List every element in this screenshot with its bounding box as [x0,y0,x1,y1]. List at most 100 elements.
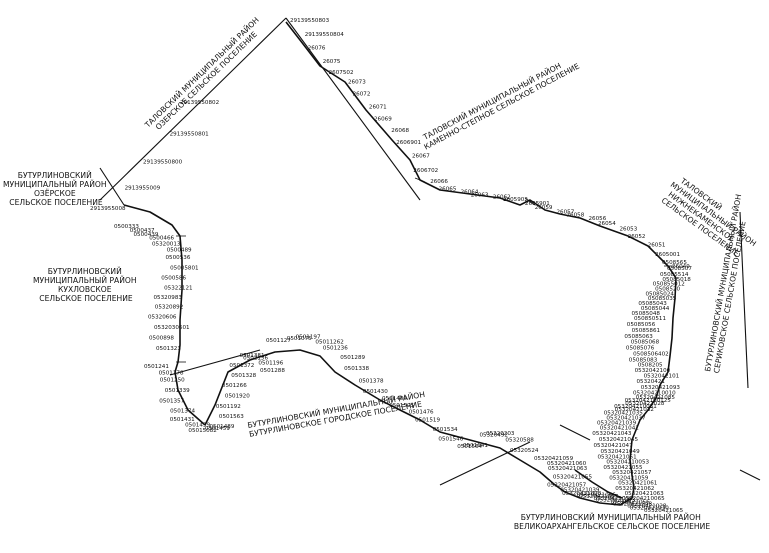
point-label: 2913955009 [125,185,161,191]
region-line: МУНИЦИПАЛЬНЫЙ РАЙОН [3,180,107,189]
route-west [174,235,206,426]
point-label: 0501563 [219,414,244,420]
point-label: 2607502 [329,70,354,76]
point-label: 0501459 [205,426,230,432]
point-label: 05320013 [152,241,181,247]
point-label: 2605902 [503,197,528,203]
point-label: 05320606 [148,315,177,321]
point-label: 05320421048 [613,501,653,507]
point-label: 053204210065 [622,496,665,502]
point-label: 29139550801 [170,131,210,137]
border-ozerskoe-west [99,17,287,201]
point-label: 26072 [353,92,371,98]
point-label: 29139550800 [143,160,183,166]
route-ticks [176,177,674,399]
point-label: 0501431 [170,417,195,423]
region-label-talovsky-ozerskoe: ТАЛОВСКИЙ МУНИЦИПАЛЬНЫЙ РАЙОН ОЗЕРСКОЕ С… [142,14,268,137]
point-label: 05085083 [629,357,658,363]
point-label: 26049 [672,264,690,270]
point-label: 0501339 [165,388,190,394]
border-nw-corner [99,167,125,206]
point-label: 05320421063 [548,466,588,472]
point-label: 05320421060 [547,461,587,467]
point-label: 05320421059 [609,475,649,481]
route-south-spur [574,469,623,499]
point-label: 05320421041 [600,426,640,432]
point-label: 050855012 [653,282,685,288]
point-label: 05085514 [660,272,689,278]
point-label: 2605901 [525,201,550,207]
point-label: 0501439 [185,423,210,429]
point-label: 05320421061 [618,481,658,487]
route-northwest [123,204,181,237]
point-label: 0501127 [266,338,291,344]
point-label: 050850511 [634,316,666,322]
point-label: 05085024 [646,291,675,297]
point-label: 0501357 [159,399,184,405]
point-label: 0501196 [258,360,283,366]
point-label: 26054 [598,221,616,227]
point-label: 26067 [412,153,430,159]
region-line: СЕЛЬСКОЕ ПОСЕЛЕНИЕ [39,294,133,303]
point-label: 05320421030 [630,506,670,512]
region-line: БУТУРЛИНОВСКИЙ МУНИЦИПАЛЬНЫЙ РАЙОН [521,513,701,522]
point-label: 05320421028 [627,503,667,509]
region-line: ВЕЛИКОАРХАНГЕЛЬСКОЕ СЕЛЬСКОЕ ПОСЕЛЕНИЕ [514,522,710,531]
point-label: 0500586 [161,276,186,282]
point-label: 26069 [374,116,392,122]
border-se-stub [739,469,761,481]
point-label: 05320421055 [553,475,593,481]
point-label: 05320421093 [641,385,681,391]
point-label: 0501378 [359,378,384,384]
point-label: 05320421008 [562,491,602,497]
point-label: 0501641 [463,443,488,449]
point-label: 0501236 [323,346,348,352]
region-line: КАМЕННО-СТЕПНОЕ СЕЛЬСКОЕ ПОСЕЛЕНИЕ [422,61,581,151]
point-label: 05085861 [632,328,661,334]
point-label: 0501372 [229,363,254,369]
point-label: 2605001 [655,252,680,258]
point-label: 05085043 [638,301,667,307]
point-label: 05320421039 [560,488,600,494]
point-label: 29139550804 [305,32,345,38]
point-label: 05085035 [648,296,677,302]
region-line: ТАЛОВСКИЙ МУНИЦИПАЛЬНЫЙ РАЙОН [142,15,260,130]
point-label: 05320421032 [615,407,654,413]
point-label: 26065 [439,187,457,193]
point-label: 0501289 [340,355,365,361]
tick [524,197,536,206]
region-label-buturlinovsky-velikoarkhangelskoe: БУТУРЛИНОВСКИЙ МУНИЦИПАЛЬНЫЙ РАЙОН ВЕЛИК… [514,513,710,531]
point-label: 26059 [535,205,553,211]
region-line: КУХЛОВСКОЕ [58,285,112,294]
boundary-route [123,21,677,506]
point-label: 26057 [557,209,575,215]
point-label: 26062 [493,195,511,201]
point-label: 0500333 [114,224,139,230]
point-label: 0500489 [167,247,192,253]
point-label: 05320421051 [598,454,638,460]
region-line: ТАЛОВСКИЙ МУНИЦИПАЛЬНЫЙ РАЙОН [421,61,563,142]
point-label: 0532030601 [154,325,190,331]
region-label-talovsky-kamenno-stepnoe: ТАЛОВСКИЙ МУНИЦИПАЛЬНЫЙ РАЙОН КАМЕННО-СТ… [418,54,581,152]
region-labels: ТАЛОВСКИЙ МУНИЦИПАЛЬНЫЙ РАЙОН ОЗЕРСКОЕ С… [3,14,765,531]
point-labels: 2913955080329139550804260762607526075022… [90,18,692,514]
point-label: 0501374 [170,408,195,414]
region-line: СЕЛЬСКОЕ ПОСЕЛЕНИЕ [9,198,103,207]
region-line: БУТУРЛИНОВСКИЙ [18,171,92,180]
point-label: 0501546 [438,436,463,442]
point-label: 0501338 [344,366,369,372]
point-label: 0501381 [240,353,265,359]
border-sw-stub [169,349,261,376]
point-label: 053204210053 [606,460,649,466]
point-label: 05320421085 [636,395,676,401]
point-label: 2913955008 [90,206,126,212]
point-label: 0501075 [287,336,312,342]
point-label: 26063 [471,192,489,198]
point-label: 053204210031 [614,404,657,410]
point-label: 05085076 [626,346,655,352]
region-label-talovsky-nizhnekamenskoe: ТАЛОВСКИЙ МУНИЦИПАЛЬНЫЙ РАЙОН НИЖНЕКАМЕН… [658,173,765,264]
route-north [285,21,669,267]
point-label: 0508506402 [633,352,669,358]
point-label: 05320421043 [592,431,632,437]
region-line: МУНИЦИПАЛЬНЫЙ РАЙОН [33,276,137,285]
